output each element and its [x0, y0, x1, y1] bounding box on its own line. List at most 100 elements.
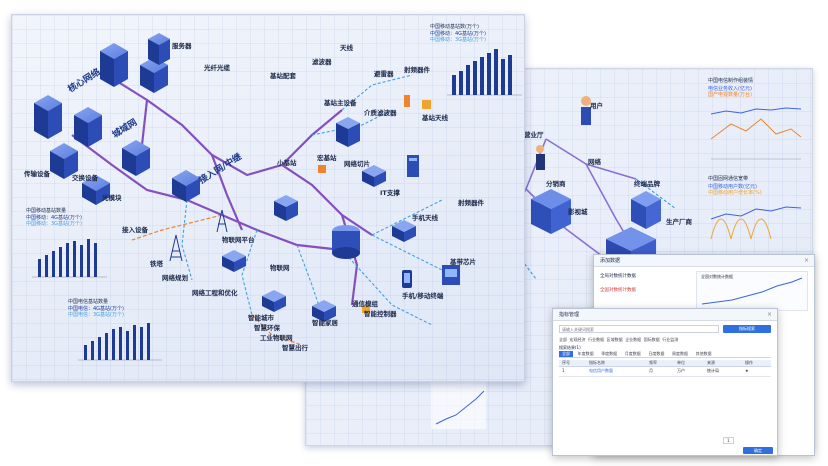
- label-base-antenna: 基站天线: [422, 114, 448, 122]
- cell-unit: 万户: [677, 368, 685, 373]
- tab-annual[interactable]: 年度数据: [577, 351, 594, 356]
- front-chart-left-mid-bars: [32, 239, 107, 278]
- tab-all[interactable]: 全部: [559, 351, 573, 357]
- label-smart-home: 智能家居: [312, 319, 338, 327]
- add-data-dialog-titlebar: 添加数据 ×: [594, 255, 814, 267]
- filter-option[interactable]: 全部: [559, 337, 567, 342]
- filter-option[interactable]: 国际数据: [643, 337, 660, 342]
- label-base-station-support: 基站配套: [270, 72, 296, 80]
- label-tower: 铁塔: [150, 260, 163, 268]
- front-chart-top-right-legend-2: 中国移动：3G基站(万个): [430, 37, 486, 43]
- node-user-label: 用户: [590, 102, 603, 110]
- label-it-support: IT支撑: [380, 189, 400, 197]
- close-icon[interactable]: ×: [803, 257, 809, 264]
- label-phone-antenna: 手机天线: [412, 214, 438, 222]
- node-distributor-label: 分销商: [546, 180, 566, 188]
- label-network-optimization: 网络工程和优化: [192, 289, 238, 297]
- preview-chart-line: [701, 277, 803, 305]
- cell-source: 统计局: [707, 368, 719, 373]
- indicator-tabs: 全部 年度数据 季度数据 月度数据 日度数据 周度数据 其他数据: [559, 351, 771, 358]
- filter-option[interactable]: 区域数据: [606, 337, 623, 342]
- pager-current[interactable]: 1: [723, 437, 734, 444]
- label-server: 服务器: [172, 42, 192, 50]
- close-icon[interactable]: ×: [766, 311, 772, 318]
- back-chart-line-1: [710, 107, 802, 160]
- label-smart-eco: 智慧环保: [254, 324, 280, 332]
- label-small-station: 小基站: [277, 159, 297, 167]
- label-base-station-main: 基站主设备: [324, 99, 357, 107]
- col-name: 指标名称: [589, 360, 605, 365]
- front-chart-left-bottom-bars: [78, 323, 162, 361]
- row-divider: [559, 376, 771, 377]
- label-antenna: 天线: [340, 44, 353, 52]
- col-frequency: 频率: [649, 360, 657, 365]
- label-medium-filter: 介质滤波器: [364, 109, 397, 117]
- front-chart-left-mid-legend-2: 中国移动：3G基站(万个): [26, 221, 82, 227]
- col-index: 序号: [562, 360, 570, 365]
- indicator-search-input[interactable]: [559, 325, 719, 333]
- table-row[interactable]: 1 电信用户数量 月 万户 统计局 ★: [559, 368, 771, 375]
- front-chart-top-right-title: 中国移动基站数(万个): [430, 24, 479, 30]
- front-chart-left-bottom-title: 中国电信基站数量: [68, 299, 109, 305]
- label-rf-front: 射频器件: [458, 199, 484, 207]
- label-smart-city: 智能城市: [248, 314, 274, 322]
- tab-quarterly[interactable]: 季度数据: [601, 351, 618, 356]
- filter-option[interactable]: 宏观经济: [569, 337, 586, 342]
- indicator-table-header: 序号 指标名称 频率 单位 来源 操作: [559, 360, 771, 367]
- industry-chain-poster-front: 核心网络 城域网 接入网/中继 服务器 光纤光缆 传输设备 交换设备 光模块 小…: [11, 14, 525, 382]
- label-transmission: 传输设备: [24, 170, 50, 178]
- add-data-preview-chart: 全国对数统计数据: [696, 271, 808, 311]
- label-smart-travel: 智慧出行: [282, 344, 308, 352]
- label-mobile-terminal: 手机/移动终端: [402, 292, 444, 300]
- tab-weekly[interactable]: 周度数据: [671, 351, 688, 356]
- label-switching: 交换设备: [72, 174, 98, 182]
- front-chart-top-right-bars: [447, 49, 522, 96]
- core-server-stacks: [34, 33, 460, 322]
- label-communication-module: 通信模组: [352, 300, 378, 308]
- add-data-link[interactable]: 全国对数统计数据: [600, 288, 636, 293]
- indicator-dialog-titlebar: 指标管理 ×: [553, 309, 777, 321]
- cell-name[interactable]: 电信用户数量: [589, 368, 613, 373]
- node-production-label: 生产厂商: [666, 218, 692, 226]
- col-action: 操作: [745, 360, 753, 365]
- back-chart-1-title: 中国电信制作组装情: [708, 78, 754, 84]
- front-chart-left-bottom-legend-1: 中国电信：4G基站(万个): [68, 306, 124, 312]
- confirm-button[interactable]: 确定: [743, 447, 773, 454]
- label-slicing: 网络切片: [344, 160, 370, 168]
- indicator-search-button[interactable]: 指标搜索: [723, 325, 771, 333]
- back-chart-2-title: 中国固网通信宽带: [708, 176, 749, 182]
- back-chart-1-legend-2: 国产电视数量(万台): [708, 92, 752, 98]
- filter-option[interactable]: 企业数据: [625, 337, 642, 342]
- indicator-filter-row: 全部 宏观经济 行业数据 区域数据 企业数据 国际数据 行业监测: [559, 337, 678, 343]
- label-filter: 滤波器: [312, 58, 332, 66]
- filter-option[interactable]: 行业数据: [588, 337, 605, 342]
- col-source: 来源: [707, 360, 715, 365]
- tab-daily[interactable]: 日度数据: [648, 351, 665, 356]
- favorite-icon[interactable]: ★: [745, 368, 749, 373]
- cell-frequency: 月: [649, 368, 653, 373]
- label-industrial-iot: 工业物联网: [260, 334, 293, 342]
- back-chart-2-legend-2: 中国移动用户增长率(%): [708, 190, 762, 196]
- label-optical-cable: 光纤光缆: [204, 64, 230, 72]
- node-network-label: 网络: [588, 158, 601, 166]
- indicator-manager-dialog: 指标管理 × 指标搜索 全部 宏观经济 行业数据 区域数据 企业数据 国际数据 …: [552, 308, 778, 456]
- cell-index: 1: [562, 368, 565, 373]
- label-rf-devices: 射频器件: [404, 66, 430, 74]
- front-chart-top-right-legend-1: 中国移动：4G基站(万个): [430, 31, 486, 37]
- label-optical-module: 光模块: [102, 194, 122, 202]
- add-data-section-label: 全局对数统计数据: [600, 274, 636, 279]
- back-chart-2-legend-1: 中国移动用户数(亿元): [708, 184, 757, 190]
- back-chart-line-2: [710, 206, 802, 240]
- indicator-results-subtitle: 搜索结果(1): [559, 345, 581, 350]
- label-access-device: 接入设备: [122, 226, 148, 234]
- label-smart-controller: 智能控制器: [364, 310, 397, 318]
- col-unit: 单位: [677, 360, 685, 365]
- tab-monthly[interactable]: 月度数据: [624, 351, 641, 356]
- filter-option[interactable]: 行业监测: [662, 337, 679, 342]
- front-chart-left-bottom-legend-2: 中国电信：3G基站(万个): [68, 312, 124, 318]
- tab-other[interactable]: 其他数据: [695, 351, 712, 356]
- add-data-dialog-title: 添加数据: [600, 258, 621, 264]
- label-iot-platform: 物联网平台: [222, 236, 255, 244]
- node-terminal-brand-label: 终端品牌: [634, 180, 660, 188]
- indicator-dialog-title: 指标管理: [559, 312, 580, 318]
